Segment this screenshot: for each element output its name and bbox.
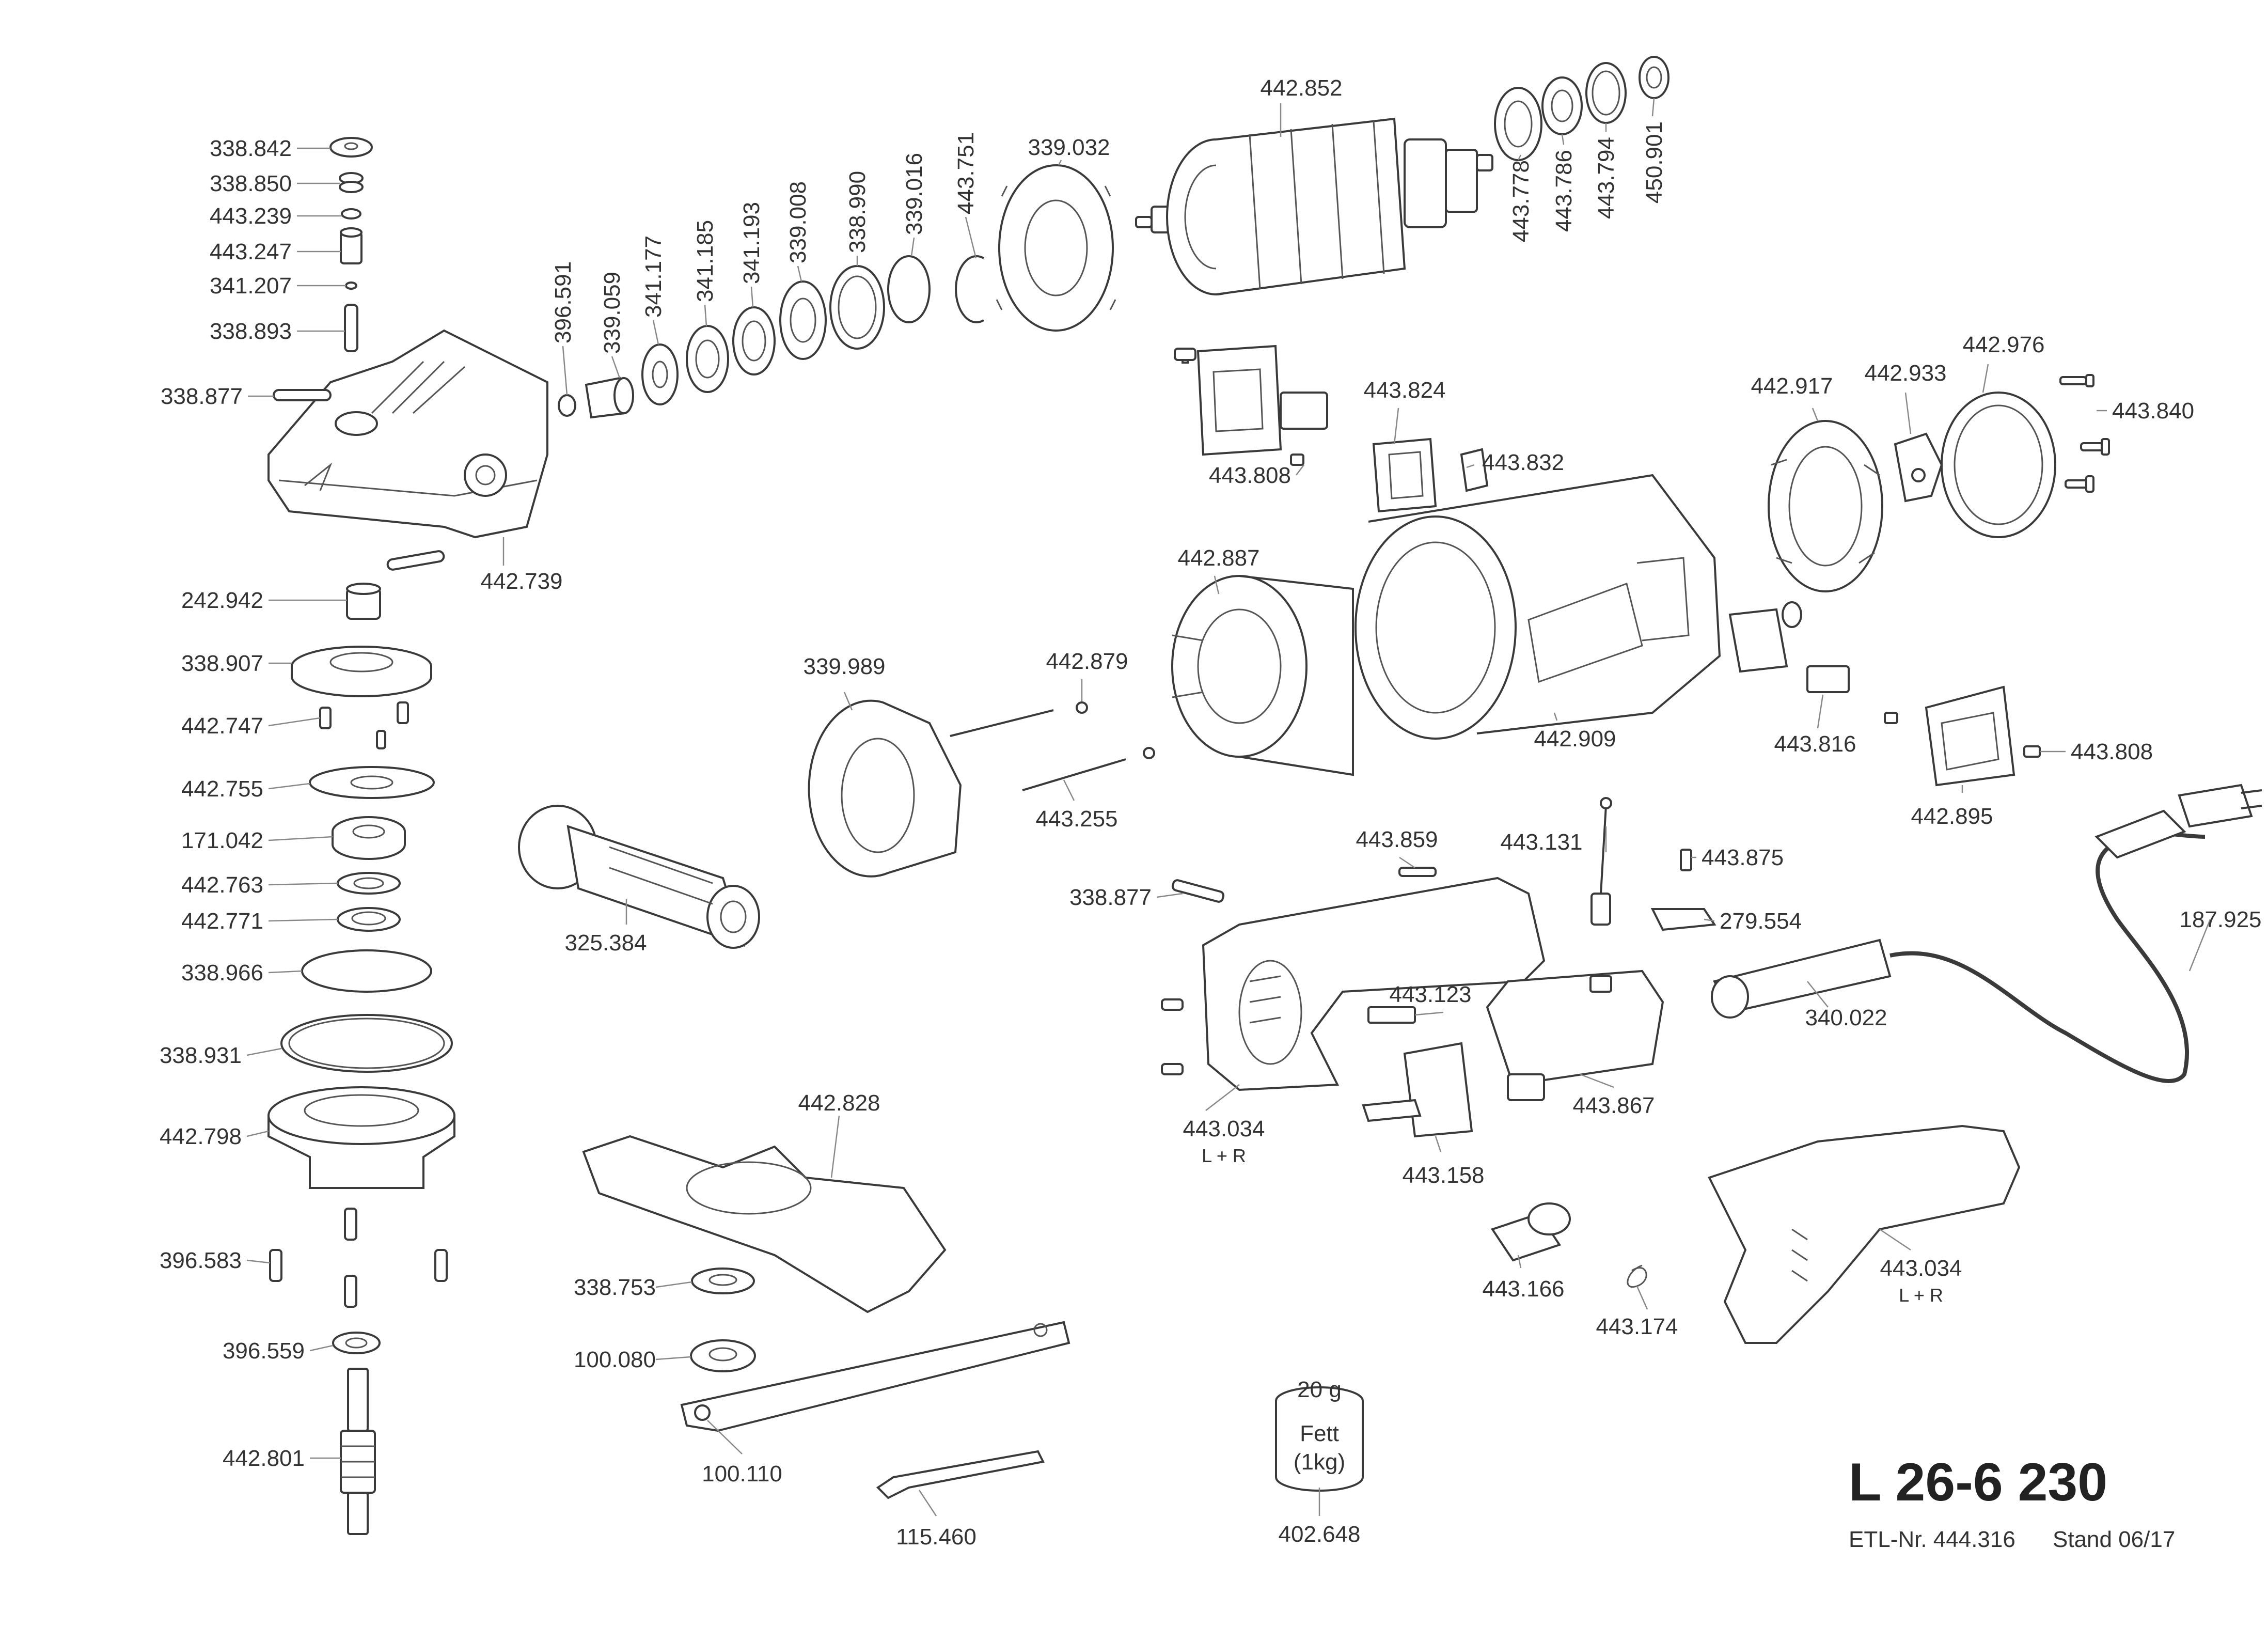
label-443-794: 443.794 xyxy=(1594,137,1619,219)
label-341-177: 341.177 xyxy=(641,236,666,318)
label-338-990: 338.990 xyxy=(845,171,870,253)
leader-lines xyxy=(246,98,2211,1516)
label-443-824: 443.824 xyxy=(1363,378,1445,403)
label-338-850: 338.850 xyxy=(210,171,292,196)
label-443-875: 443.875 xyxy=(1702,845,1784,870)
label-341-185: 341.185 xyxy=(692,220,718,302)
middle-motor-parts xyxy=(518,345,2110,949)
label-442-771: 442.771 xyxy=(181,909,263,934)
label-187-925: 187.925 xyxy=(2179,907,2261,932)
label-442-917: 442.917 xyxy=(1751,373,1833,399)
label-442-895: 442.895 xyxy=(1911,804,1993,829)
top-row-parts xyxy=(558,56,1670,419)
label-442-798: 442.798 xyxy=(160,1124,242,1149)
part-labels: 338.842 338.850 443.239 443.247 341.207 … xyxy=(160,75,2262,1550)
label-341-193: 341.193 xyxy=(739,202,764,284)
label-279-554: 279.554 xyxy=(1720,909,1802,934)
label-443-034-b: 443.034 xyxy=(1880,1256,1962,1281)
label-442-755: 442.755 xyxy=(181,776,263,802)
document-number: ETL-Nr. 444.316 xyxy=(1849,1527,2015,1552)
label-442-933: 442.933 xyxy=(1864,361,1946,386)
label-442-909: 442.909 xyxy=(1534,726,1616,752)
label-339-016: 339.016 xyxy=(902,153,927,235)
title-block: L 26-6 230 ETL-Nr. 444.316 Stand 06/17 xyxy=(1849,1452,2175,1552)
label-339-059: 339.059 xyxy=(600,272,625,354)
label-442-852: 442.852 xyxy=(1260,75,1342,101)
label-443-239: 443.239 xyxy=(210,204,292,229)
label-338-842: 338.842 xyxy=(210,136,292,161)
label-402-648: 402.648 xyxy=(1278,1522,1360,1547)
label-443-832: 443.832 xyxy=(1482,450,1564,475)
grease-amount: (1kg) xyxy=(1294,1449,1345,1475)
label-443-808-b: 443.808 xyxy=(2071,739,2153,764)
label-442-739: 442.739 xyxy=(480,569,562,594)
label-443-867: 443.867 xyxy=(1572,1093,1655,1118)
lower-middle-parts xyxy=(582,784,2262,1499)
label-396-583: 396.583 xyxy=(160,1248,242,1273)
label-442-976: 442.976 xyxy=(1962,332,2044,357)
label-340-022: 340.022 xyxy=(1805,1005,1887,1030)
label-341-207: 341.207 xyxy=(210,273,292,299)
model-title: L 26-6 230 xyxy=(1849,1452,2107,1512)
label-100-110: 100.110 xyxy=(702,1461,782,1487)
label-443-247: 443.247 xyxy=(210,239,292,264)
label-442-763: 442.763 xyxy=(181,872,263,898)
label-338-931: 338.931 xyxy=(160,1043,242,1068)
document-status: Stand 06/17 xyxy=(2053,1527,2175,1552)
grease-name: Fett xyxy=(1300,1421,1339,1446)
label-339-008: 339.008 xyxy=(785,181,811,263)
label-338-753: 338.753 xyxy=(574,1275,656,1300)
label-443-816: 443.816 xyxy=(1774,731,1856,757)
label-338-893: 338.893 xyxy=(210,319,292,344)
label-443-034-a-sub: L + R xyxy=(1202,1145,1246,1166)
label-450-901: 450.901 xyxy=(1642,121,1667,204)
label-338-877-b: 338.877 xyxy=(1069,885,1152,910)
label-443-131: 443.131 xyxy=(1500,830,1582,855)
label-443-751: 443.751 xyxy=(953,132,979,214)
label-443-840: 443.840 xyxy=(2112,398,2194,424)
label-443-859: 443.859 xyxy=(1356,827,1438,852)
grease-weight: 20 g xyxy=(1297,1377,1342,1402)
label-443-808-a: 443.808 xyxy=(1209,463,1291,488)
label-442-747: 442.747 xyxy=(181,713,263,739)
label-396-591: 396.591 xyxy=(550,261,576,343)
label-443-166: 443.166 xyxy=(1482,1276,1564,1302)
label-338-966: 338.966 xyxy=(181,960,263,985)
label-442-879: 442.879 xyxy=(1046,649,1128,674)
label-338-907: 338.907 xyxy=(181,651,263,676)
left-column-parts xyxy=(267,137,548,1535)
label-242-942: 242.942 xyxy=(181,588,263,613)
label-443-034-b-sub: L + R xyxy=(1899,1285,1943,1306)
label-396-559: 396.559 xyxy=(223,1338,305,1364)
label-442-801: 442.801 xyxy=(223,1446,305,1471)
label-115-460: 115.460 xyxy=(896,1524,976,1550)
label-442-887: 442.887 xyxy=(1177,545,1259,571)
label-443-778: 443.778 xyxy=(1508,160,1534,242)
label-443-034-a: 443.034 xyxy=(1183,1116,1265,1141)
label-442-828: 442.828 xyxy=(798,1090,880,1116)
label-339-032: 339.032 xyxy=(1028,135,1110,160)
label-338-877-a: 338.877 xyxy=(161,384,243,409)
label-339-989: 339.989 xyxy=(803,654,885,679)
label-443-123: 443.123 xyxy=(1389,982,1471,1007)
label-443-786: 443.786 xyxy=(1551,150,1577,232)
label-100-080: 100.080 xyxy=(574,1347,656,1372)
label-171-042: 171.042 xyxy=(181,828,263,853)
label-443-255: 443.255 xyxy=(1035,806,1117,832)
label-443-158: 443.158 xyxy=(1402,1163,1484,1188)
label-443-174: 443.174 xyxy=(1596,1314,1678,1339)
label-325-384: 325.384 xyxy=(564,930,647,956)
